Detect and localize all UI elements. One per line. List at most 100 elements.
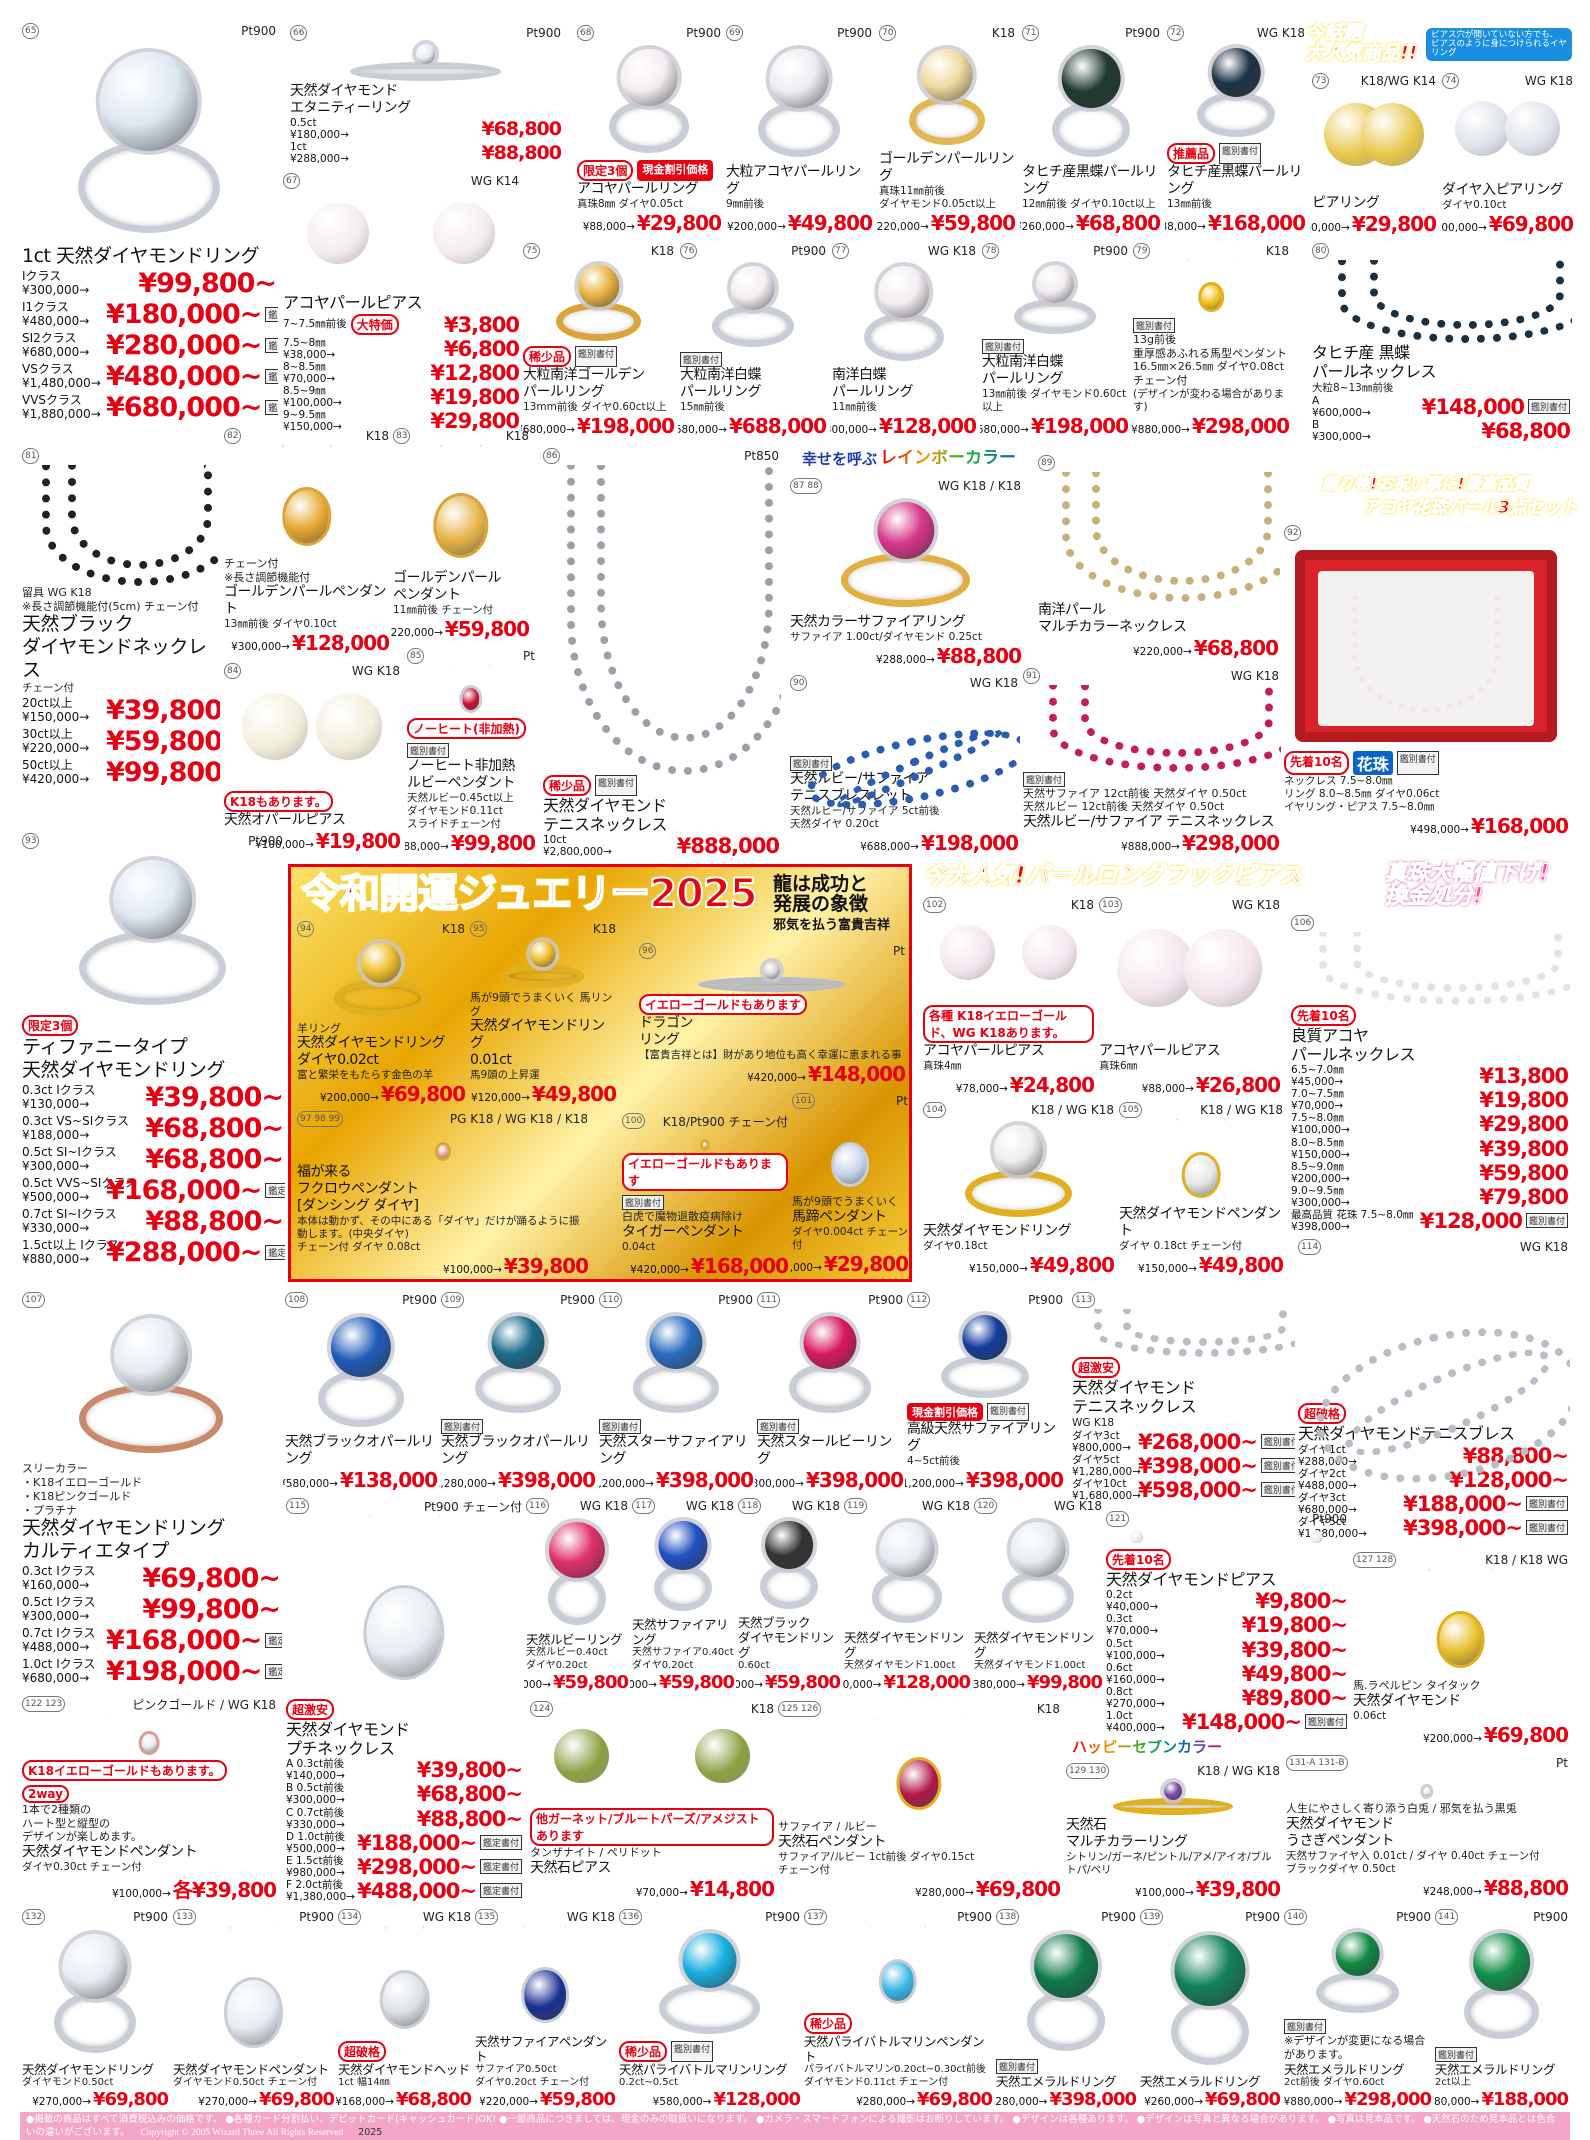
popular-item-header: 今話題 大人気商品!! <box>1304 22 1418 64</box>
product-card-138[interactable]: 138Pt900鑑別書付天然エメラルドリング¥1,280,000→¥398,00… <box>994 1906 1138 2112</box>
product-card-112[interactable]: 112Pt900現金割引価格鑑別書付高級天然サファイアリング4~5ct前後¥1,… <box>905 1289 1065 1494</box>
regular-price: ¥300,000→ <box>22 1608 90 1623</box>
sale-price: ¥99,800~ <box>142 1594 281 1625</box>
tier-label: 30ct以上 <box>22 726 73 741</box>
price-tier: 0.5ct¥100,000→¥39,800~ <box>1106 1638 1348 1662</box>
sale-price: ¥128,000~ <box>1449 1467 1569 1492</box>
product-spec: ダイヤモンド0.50ct チェーン付 <box>173 2076 318 2088</box>
ring-photo <box>632 1515 734 1617</box>
price-line: ¥70,000→¥14,800 <box>530 1877 775 1901</box>
product-card-110[interactable]: 110Pt900鑑別書付天然スターサファイアリング¥1,200,000→¥398… <box>597 1289 755 1494</box>
certificate-badge: 鑑別書付 <box>1023 771 1066 787</box>
pendant-photo <box>804 1926 992 2013</box>
regular-price: ¥680,000→ <box>1298 1503 1357 1516</box>
pendant-photo <box>1286 1772 1568 1802</box>
price-tier: ダイヤ3ct¥800,000→¥268,000~鑑別書付 <box>1072 1430 1295 1454</box>
price-line: ¥220,000→¥59,800 <box>524 1672 629 1693</box>
material-label: K18 <box>750 1702 774 1716</box>
item-number: 94 <box>297 921 315 937</box>
tier-label: 0.5ct VVS~SIクラス <box>22 1175 138 1190</box>
material-label: WG K14 <box>470 174 519 188</box>
ring-photo <box>680 260 826 352</box>
ring-photo <box>290 42 561 83</box>
sale-price: ¥188,000 <box>1481 2089 1569 2110</box>
product-card-111[interactable]: 111Pt900鑑別書付天然スタールビーリング¥1,300,000→¥398,0… <box>755 1289 905 1494</box>
sale-price: ¥88,800~ <box>145 1206 284 1237</box>
pendant-photo <box>792 1110 908 1195</box>
tier-label: B <box>1312 418 1320 431</box>
regular-price: ¥1,200,000→ <box>905 1478 964 1490</box>
regular-price: ¥800,000→ <box>1072 1441 1131 1454</box>
product-card-109[interactable]: 109Pt900鑑別書付天然ブラックオパールリング¥1,280,000→¥398… <box>439 1289 597 1494</box>
regular-price: ¥300,000→ <box>842 1679 882 1691</box>
sale-price: ¥88,800~ <box>1462 1443 1569 1468</box>
product-card-141[interactable]: 141Pt900鑑別書付天然エメラルドリング2ct以上¥580,000→¥188… <box>1433 1906 1570 2112</box>
material-label: Pt900 <box>686 26 721 40</box>
